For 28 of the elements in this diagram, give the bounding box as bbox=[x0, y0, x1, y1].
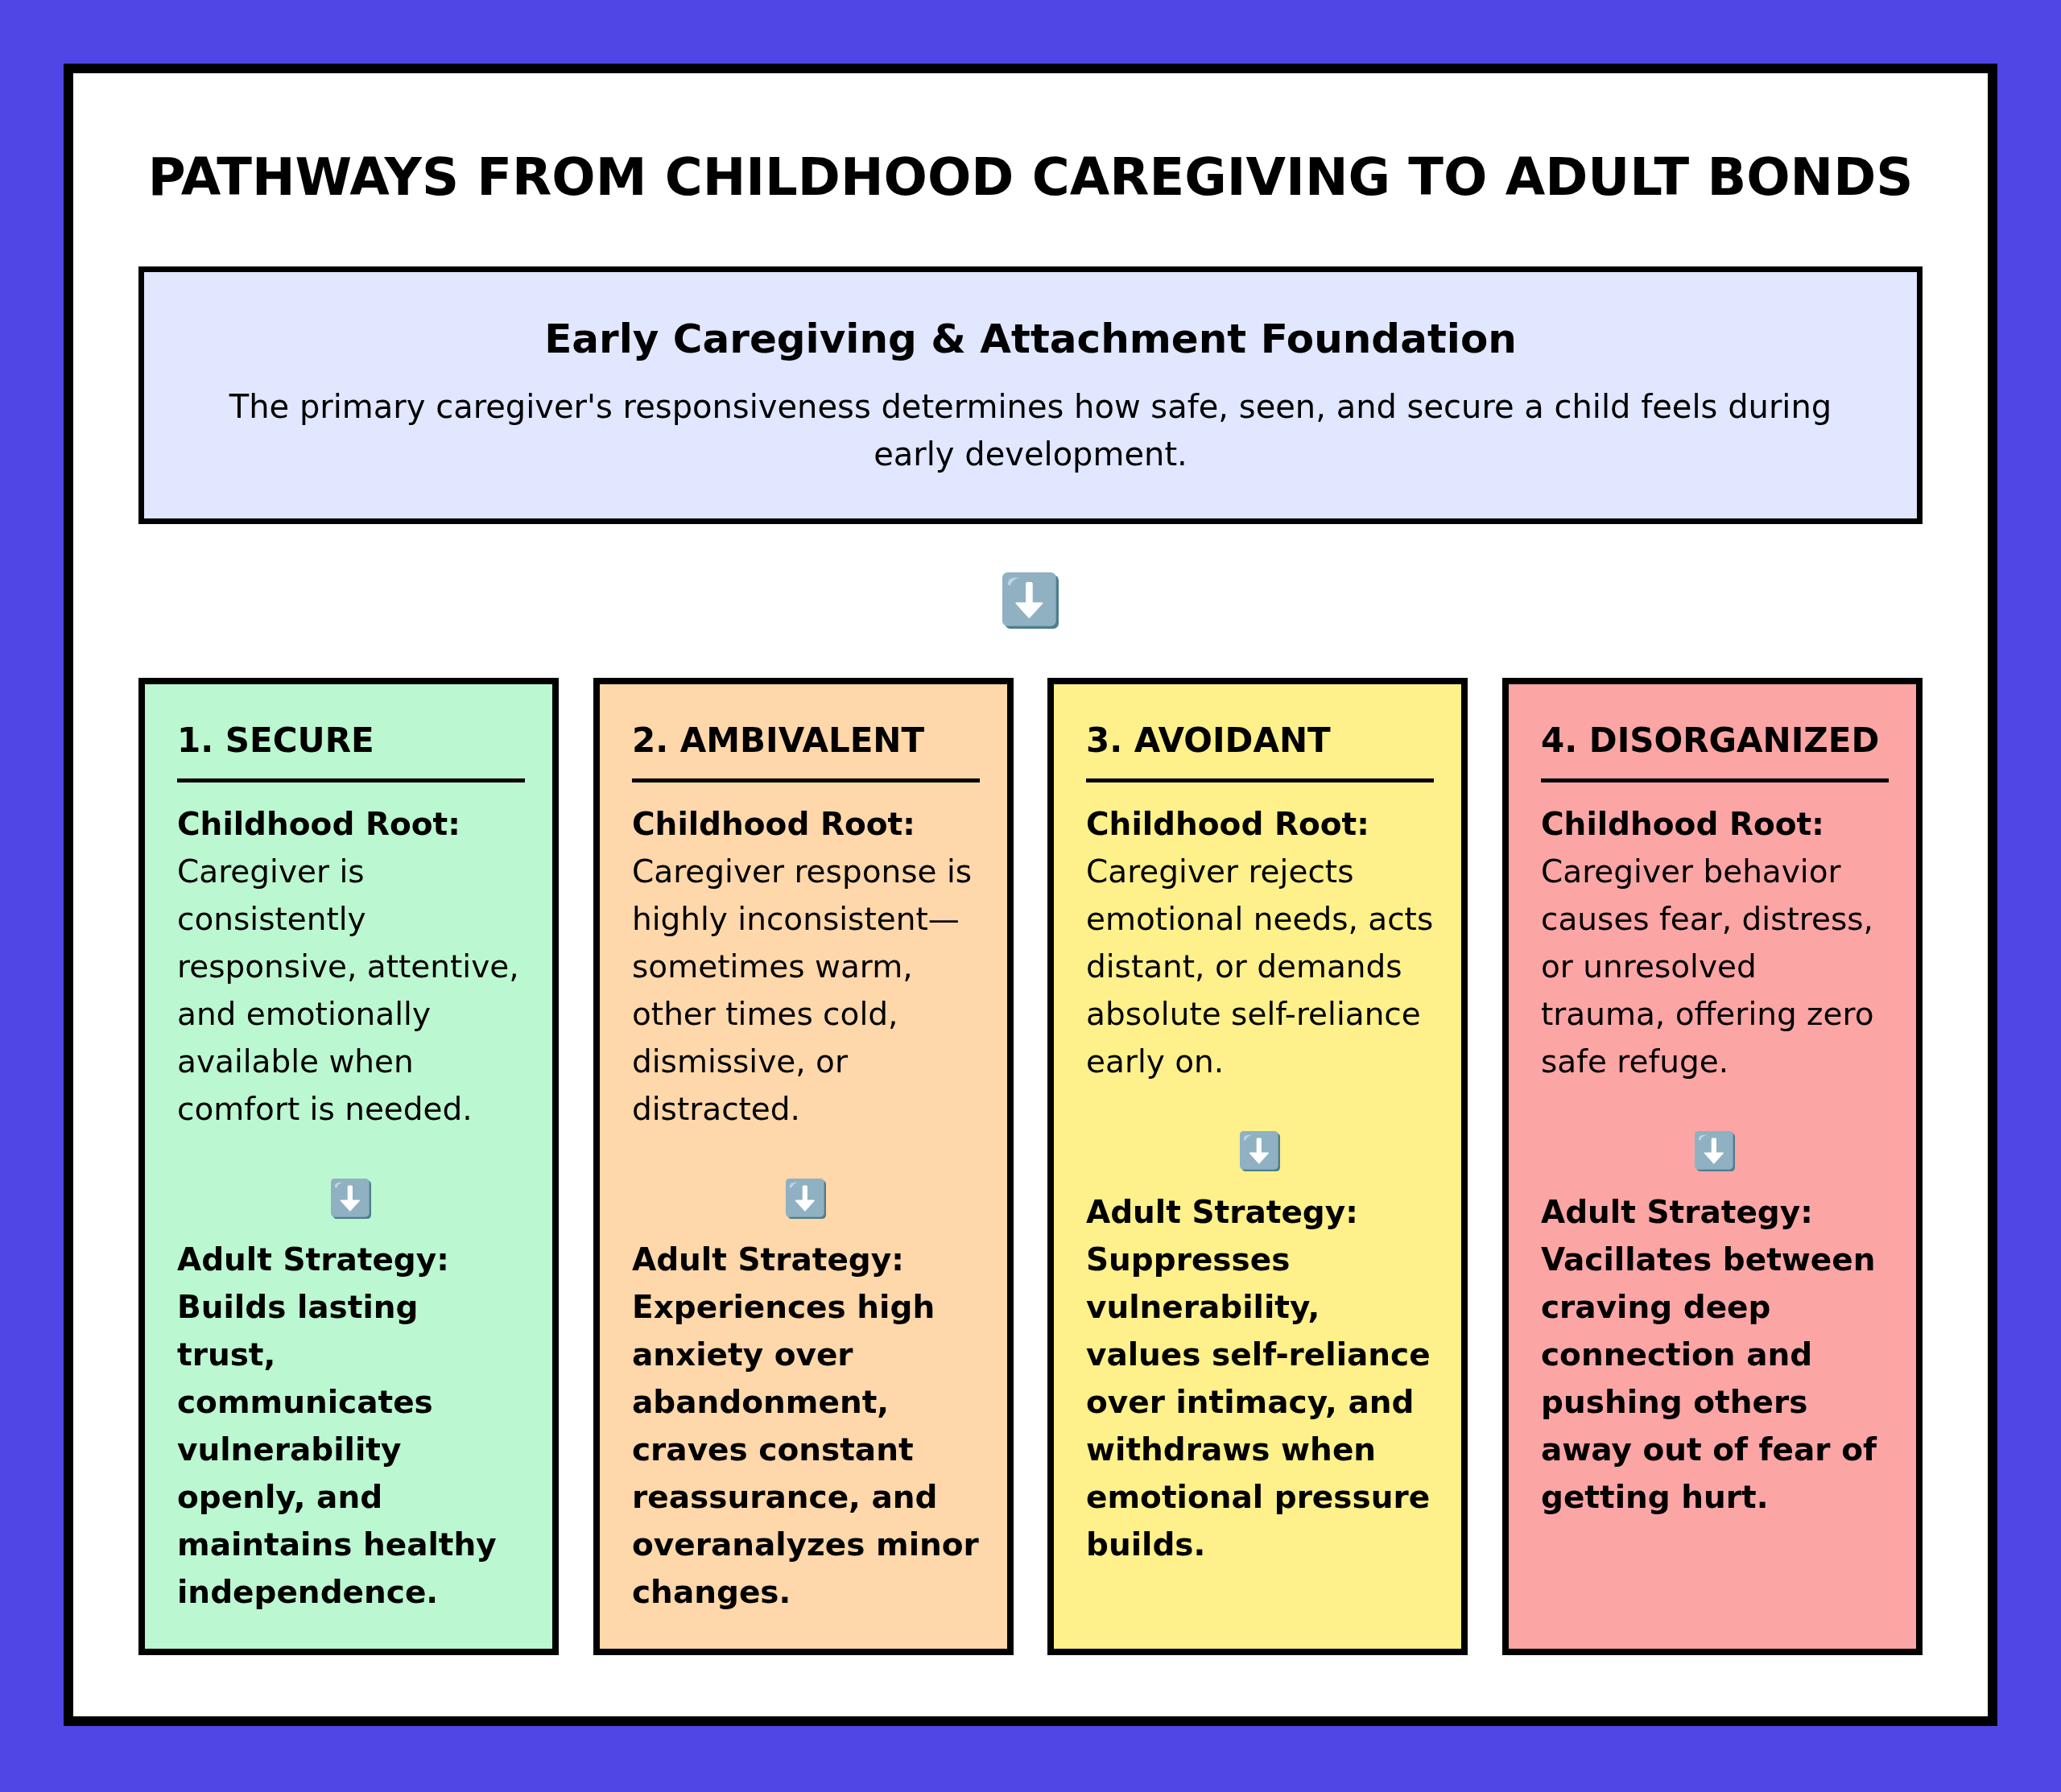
diagram-title: PATHWAYS FROM CHILDHOOD CAREGIVING TO ADULT BONDS bbox=[147, 147, 1914, 209]
section-text: Vacillates between craving deep connection and pushing others away out of fear of getting hurt. bbox=[1541, 1241, 1878, 1517]
section-label: Childhood Root: bbox=[177, 805, 461, 844]
card-heading: 3. AVOIDANT bbox=[1086, 714, 1434, 782]
section-text: Caregiver is consistently responsive, attentive, and emotionally available when comfort is needed. bbox=[177, 853, 520, 1129]
section-text: Builds lasting trust, communicates vulnerability openly, and maintains healthy independence. bbox=[177, 1288, 498, 1612]
box-heading: Early Caregiving & Attachment Foundation bbox=[544, 314, 1517, 364]
section-text: Experiences high anxiety over abandonment, craves constant reassurance, and overanalyzes minor changes. bbox=[632, 1288, 980, 1612]
category-card bbox=[1502, 678, 1923, 1655]
section-label: Childhood Root: bbox=[1086, 805, 1369, 844]
box-description: The primary caregiver's responsiveness determines how safe, seen, and secure a child feels during early development. bbox=[228, 386, 1833, 474]
section-label: Childhood Root: bbox=[1541, 805, 1824, 844]
section-label: Adult Strategy: bbox=[632, 1241, 904, 1279]
category-card bbox=[138, 678, 559, 1655]
category-card bbox=[593, 678, 1014, 1655]
category-card bbox=[1047, 678, 1468, 1655]
section-text: Caregiver behavior causes fear, distress, or unresolved trauma, offering zero safe refuge. bbox=[1541, 853, 1875, 1081]
section-label: Adult Strategy: bbox=[177, 1241, 449, 1279]
info-box bbox=[138, 266, 1923, 524]
section-text: Suppresses vulnerability, values self-reliance over intimacy, and withdraws when emotional pressure builds. bbox=[1086, 1241, 1431, 1564]
card-heading: 2. AMBIVALENT bbox=[632, 714, 980, 782]
section-label: Adult Strategy: bbox=[1541, 1193, 1813, 1232]
section-text: Caregiver rejects emotional needs, acts distant, or demands absolute self-reliance early on. bbox=[1086, 853, 1434, 1081]
card-heading: 1. SECURE bbox=[177, 714, 525, 782]
card-heading: 4. DISORGANIZED bbox=[1541, 714, 1889, 782]
section-label: Childhood Root: bbox=[632, 805, 915, 844]
section-label: Adult Strategy: bbox=[1086, 1193, 1358, 1232]
section-text: Caregiver response is highly inconsistent—sometimes warm, other times cold, dismissive, or distracted. bbox=[632, 853, 973, 1129]
